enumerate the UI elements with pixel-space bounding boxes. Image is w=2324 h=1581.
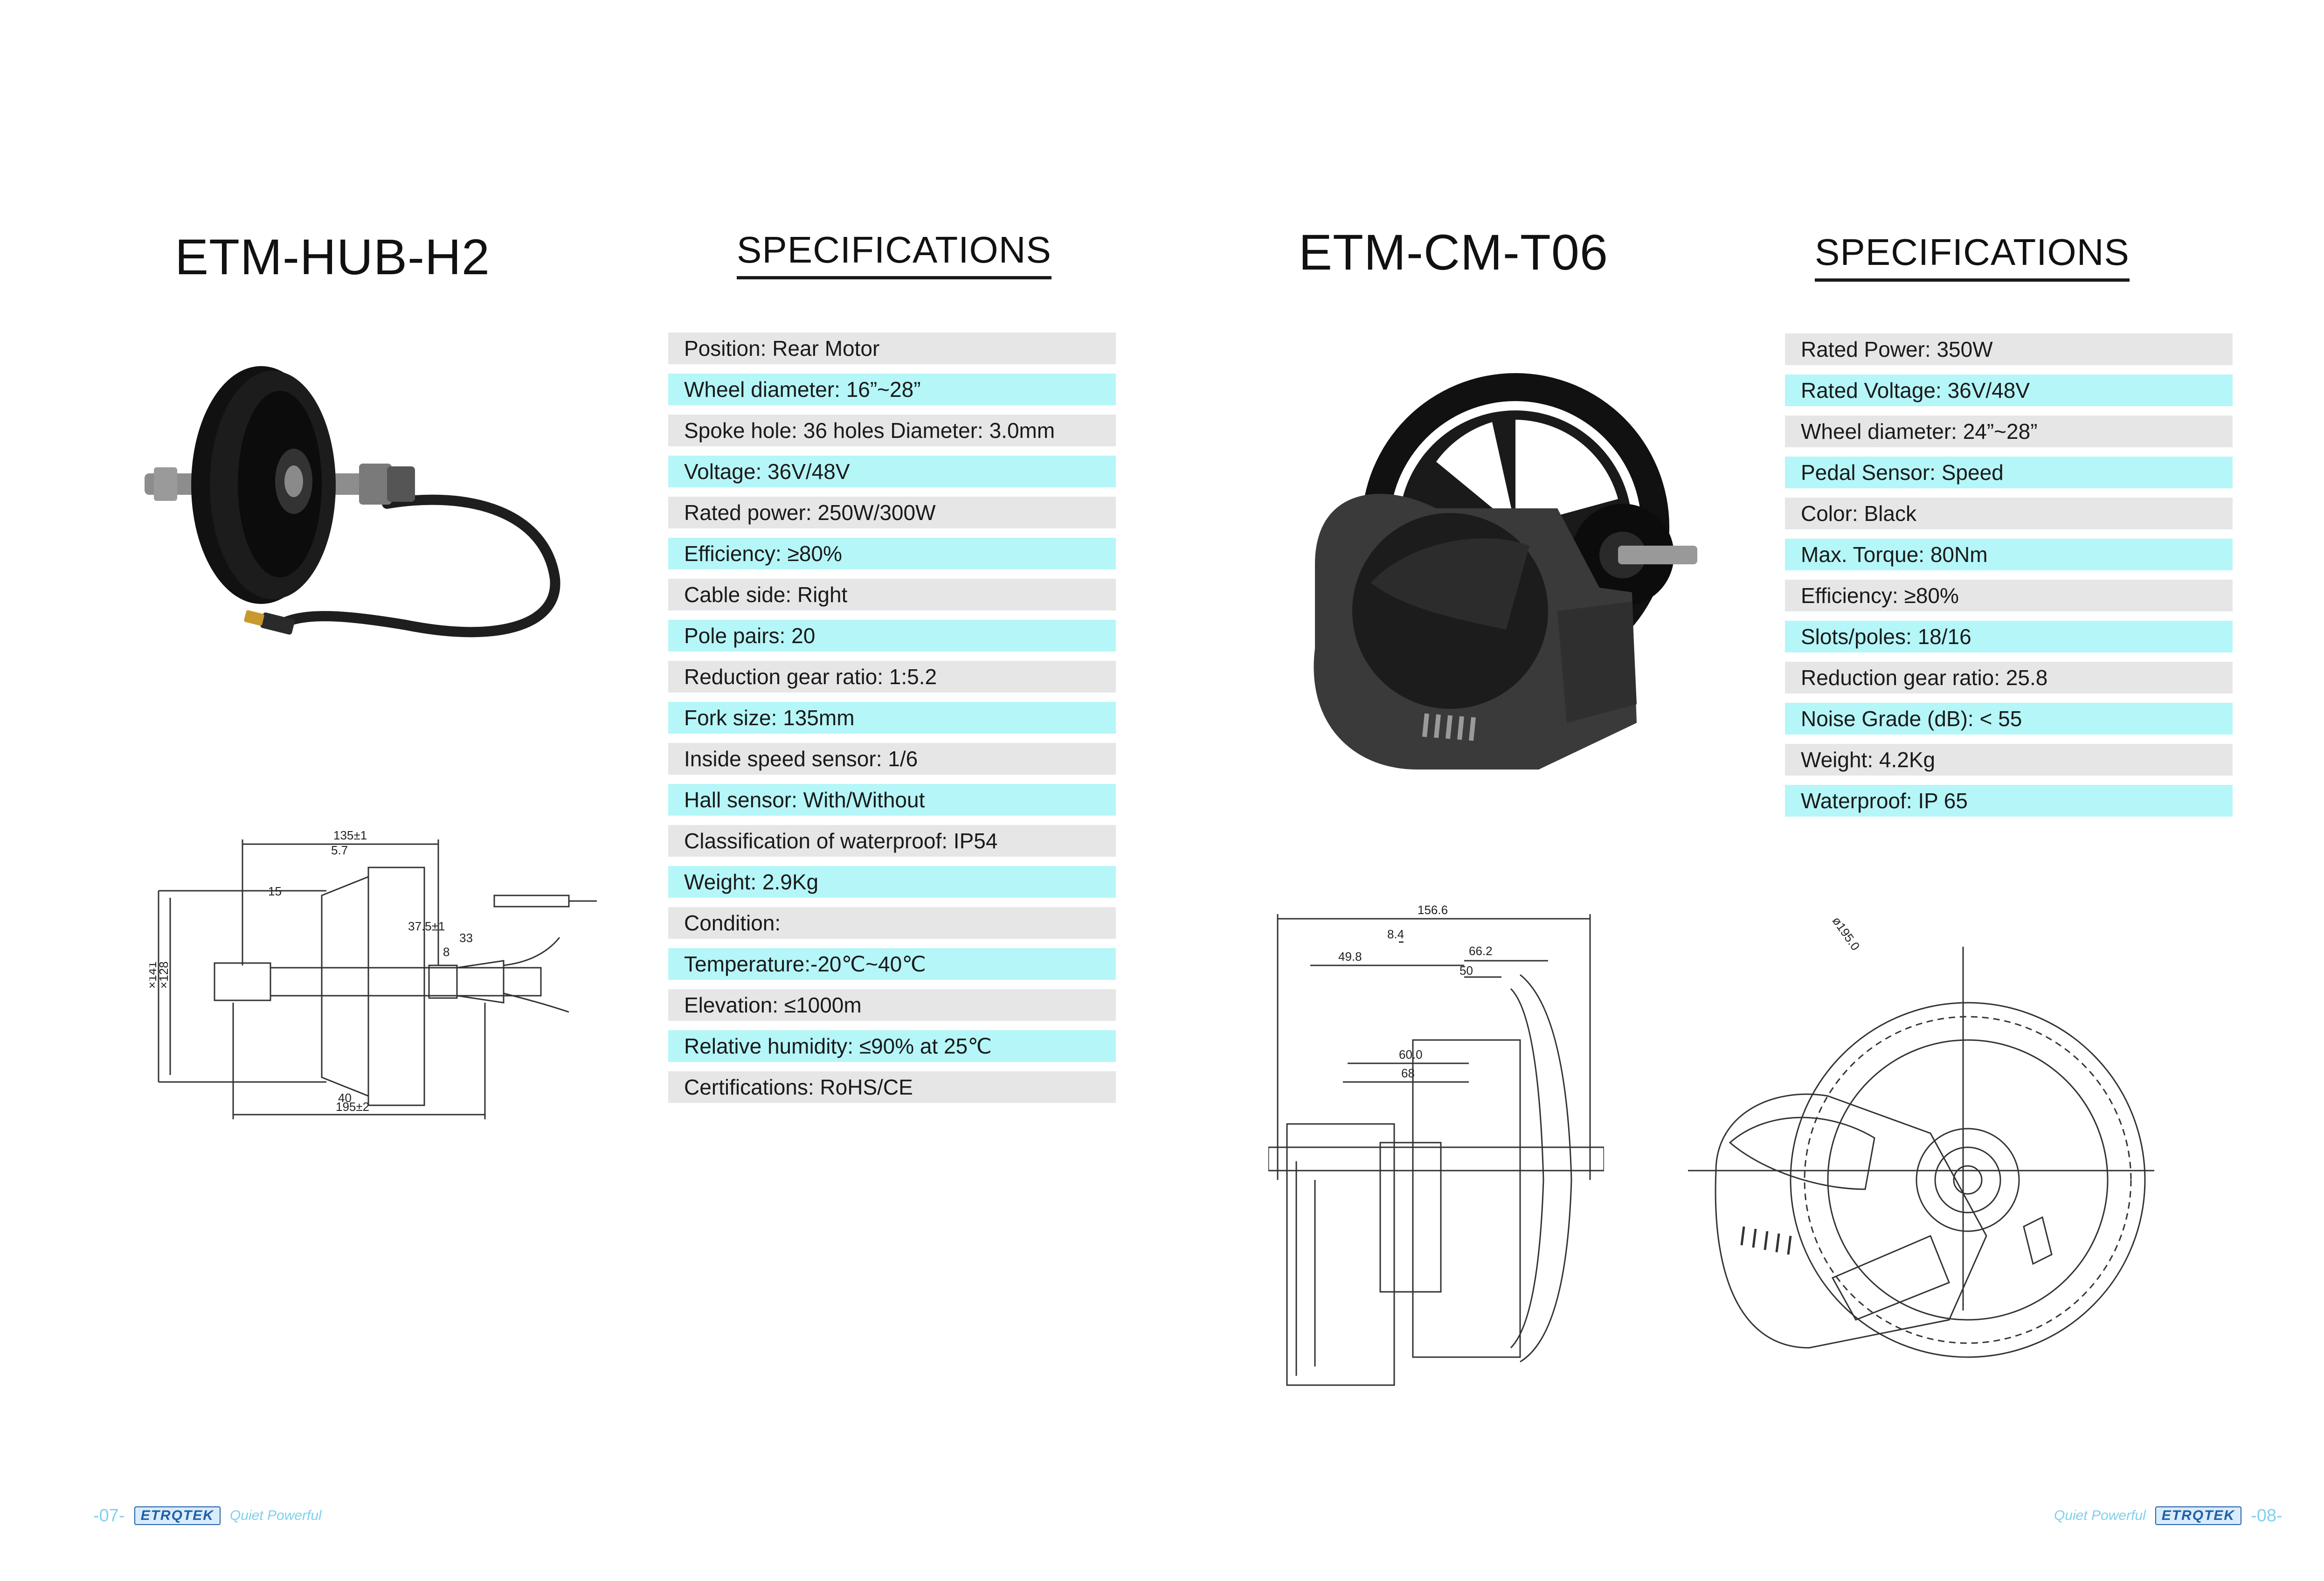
footer-right: Quiet Powerful ETRQTEK -08- xyxy=(2054,1504,2282,1527)
spec-row: Reduction gear ratio: 1:5.2 xyxy=(668,661,1116,693)
dim-label: 195±2 xyxy=(336,1100,369,1114)
dim-label: ø195.0 xyxy=(1830,914,1863,953)
page-number: -08- xyxy=(2251,1505,2282,1526)
spec-row: Weight: 2.9Kg xyxy=(668,866,1116,898)
dim-label: 33 xyxy=(459,931,473,945)
mid-drive-side-drawing: 156.6 8.4 49.8 66.2 50 60.0 68 xyxy=(1268,900,1604,1404)
spec-row: Waterproof: IP 65 xyxy=(1785,785,2233,817)
spec-row: Fork size: 135mm xyxy=(668,702,1116,734)
dim-label: 156.6 xyxy=(1418,903,1448,917)
spec-row: Spoke hole: 36 holes Diameter: 3.0mm xyxy=(668,415,1116,446)
spec-row: Classification of waterproof: IP54 xyxy=(668,825,1116,857)
product-title-cm-t06: ETM-CM-T06 xyxy=(1299,224,1608,280)
dim-label: 68 xyxy=(1401,1066,1415,1080)
dim-label: 60.0 xyxy=(1399,1047,1423,1061)
spec-list-cm-t06: Rated Power: 350W Rated Voltage: 36V/48V W… xyxy=(1785,333,2233,826)
page-number: -07- xyxy=(93,1505,125,1526)
mid-drive-motor-photo xyxy=(1296,368,1707,779)
spec-row: Pole pairs: 20 xyxy=(668,620,1116,652)
product-title-hub-h2: ETM-HUB-H2 xyxy=(175,229,490,285)
spec-heading-left: SPECIFICATIONS xyxy=(737,229,1051,279)
spec-row: Color: Black xyxy=(1785,498,2233,529)
spec-row: Wheel diameter: 16”~28” xyxy=(668,374,1116,405)
spec-row: Voltage: 36V/48V xyxy=(668,456,1116,487)
spec-row: Rated Power: 350W xyxy=(1785,333,2233,365)
spec-row: Cable side: Right xyxy=(668,579,1116,610)
dim-label: 135±1 xyxy=(333,828,367,842)
footer-left: -07- ETRQTEK Quiet Powerful xyxy=(93,1504,322,1527)
spec-row: Reduction gear ratio: 25.8 xyxy=(1785,662,2233,693)
spec-row: Weight: 4.2Kg xyxy=(1785,744,2233,776)
spec-row: Rated Voltage: 36V/48V xyxy=(1785,374,2233,406)
spec-row: Condition: xyxy=(668,907,1116,939)
dim-label: 49.8 xyxy=(1338,950,1362,964)
dim-label: 8.4 xyxy=(1387,927,1404,941)
brand-logo: ETRQTEK xyxy=(2155,1506,2242,1525)
mid-drive-front-drawing: ø195.0 xyxy=(1688,900,2154,1404)
dim-label: 5.7 xyxy=(331,843,348,857)
spec-row: Max. Torque: 80Nm xyxy=(1785,539,2233,570)
hub-motor-photo xyxy=(145,364,602,700)
dim-label: 15 xyxy=(268,884,282,898)
spec-row: Position: Rear Motor xyxy=(668,333,1116,364)
dim-label: 8 xyxy=(443,945,450,959)
dim-label: 40 xyxy=(338,1091,352,1105)
dim-label: 50 xyxy=(1459,964,1473,978)
spec-row: Certifications: RoHS/CE xyxy=(668,1071,1116,1103)
spec-row: Elevation: ≤1000m xyxy=(668,989,1116,1021)
spec-row: Efficiency: ≥80% xyxy=(668,538,1116,569)
hub-motor-technical-drawing: 135±1 5.7 15 37.5±1 8 33 ×141 ×128 40 19… xyxy=(149,825,616,1129)
dim-label: 37.5±1 xyxy=(408,919,445,933)
brand-logo: ETRQTEK xyxy=(134,1506,221,1525)
spec-row: Noise Grade (dB): < 55 xyxy=(1785,703,2233,735)
spec-row: Hall sensor: With/Without xyxy=(668,784,1116,816)
brand-tagline: Quiet Powerful xyxy=(229,1508,322,1523)
dim-label: 66.2 xyxy=(1469,944,1493,958)
dim-label: ×128 xyxy=(157,961,171,989)
spec-row: Efficiency: ≥80% xyxy=(1785,580,2233,611)
spec-row: Wheel diameter: 24”~28” xyxy=(1785,416,2233,447)
spec-row: Relative humidity: ≤90% at 25℃ xyxy=(668,1030,1116,1062)
spec-row: Pedal Sensor: Speed xyxy=(1785,457,2233,488)
spec-row: Temperature:-20℃~40℃ xyxy=(668,948,1116,980)
spec-row: Rated power: 250W/300W xyxy=(668,497,1116,528)
dim-label: ×141 xyxy=(149,961,159,989)
brand-tagline: Quiet Powerful xyxy=(2054,1508,2146,1523)
spec-row: Slots/poles: 18/16 xyxy=(1785,621,2233,652)
spec-row: Inside speed sensor: 1/6 xyxy=(668,743,1116,775)
spec-heading-right: SPECIFICATIONS xyxy=(1815,231,2130,282)
